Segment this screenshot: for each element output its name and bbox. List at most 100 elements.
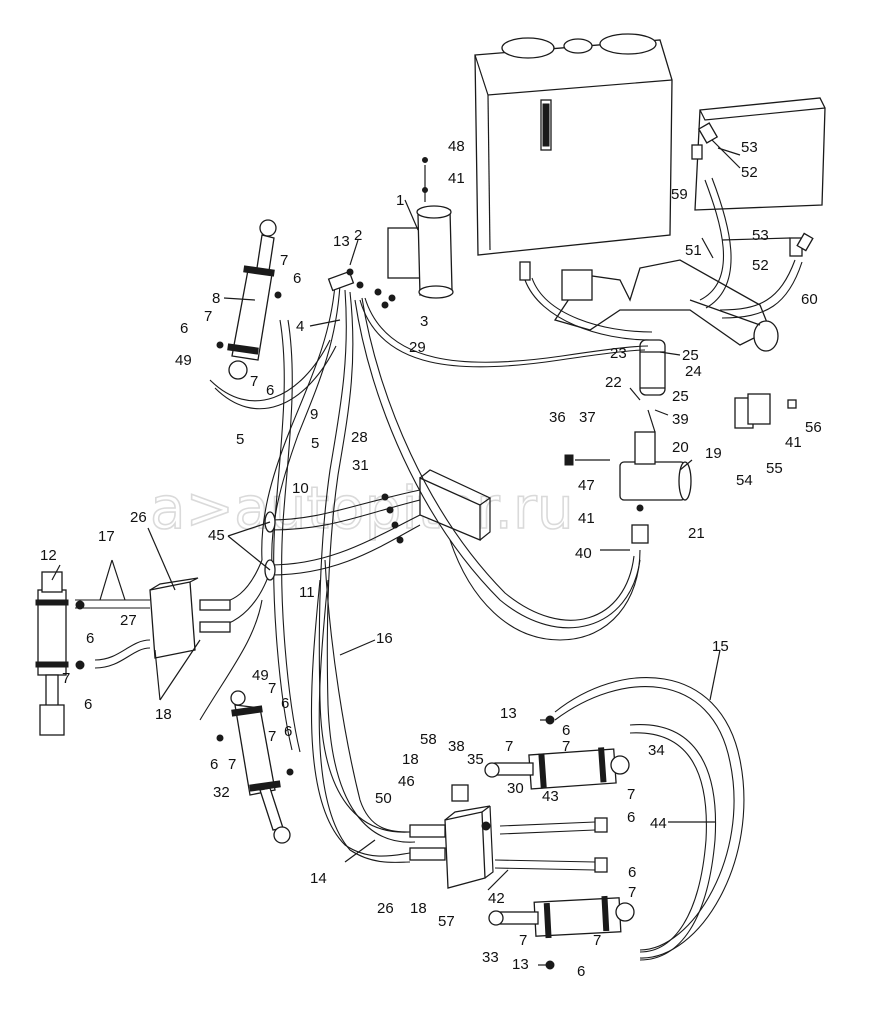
label-55: 55 xyxy=(766,460,783,477)
label-34: 34 xyxy=(648,742,665,759)
label-25: 25 xyxy=(682,347,699,364)
label-6: 6 xyxy=(627,809,635,826)
label-46: 46 xyxy=(398,773,415,790)
label-9: 9 xyxy=(310,406,318,423)
oil-cooler xyxy=(694,97,826,211)
label-13: 13 xyxy=(500,705,517,722)
label-1: 1 xyxy=(396,192,404,209)
label-28: 28 xyxy=(351,429,368,446)
cylinder-34 xyxy=(484,747,630,790)
fittings xyxy=(75,122,814,970)
label-6: 6 xyxy=(281,695,289,712)
label-25: 25 xyxy=(672,388,689,405)
label-49: 49 xyxy=(175,352,192,369)
label-6: 6 xyxy=(293,270,301,287)
label-56: 56 xyxy=(805,419,822,436)
label-20: 20 xyxy=(672,439,689,456)
cylinder-33 xyxy=(488,895,635,939)
label-39: 39 xyxy=(672,411,689,428)
hydraulic-tank xyxy=(474,33,673,256)
label-6: 6 xyxy=(266,382,274,399)
label-30: 30 xyxy=(507,780,524,797)
label-7: 7 xyxy=(268,680,276,697)
label-42: 42 xyxy=(488,890,505,907)
label-47: 47 xyxy=(578,477,595,494)
label-51: 51 xyxy=(685,242,702,259)
label-19: 19 xyxy=(705,445,722,462)
label-26: 26 xyxy=(377,900,394,917)
tank-support-frame xyxy=(553,259,779,352)
cylinder-12 xyxy=(35,571,69,736)
leader-lines xyxy=(51,139,791,966)
label-41: 41 xyxy=(578,510,595,527)
label-2: 2 xyxy=(354,227,362,244)
label-58: 58 xyxy=(420,731,437,748)
label-7: 7 xyxy=(593,932,601,949)
label-7: 7 xyxy=(268,728,276,745)
label-45: 45 xyxy=(208,527,225,544)
label-18: 18 xyxy=(402,751,419,768)
filter-24 xyxy=(639,339,666,396)
label-32: 32 xyxy=(213,784,230,801)
label-41: 41 xyxy=(448,170,465,187)
label-38: 38 xyxy=(448,738,465,755)
watermark: a>autopiter.ru xyxy=(150,474,574,542)
label-7: 7 xyxy=(628,884,636,901)
part-labels: 48 41 1 53 52 59 51 53 52 60 13 2 7 6 8 … xyxy=(40,138,822,980)
label-33: 33 xyxy=(482,949,499,966)
label-13: 13 xyxy=(333,233,350,250)
label-52: 52 xyxy=(752,257,769,274)
label-7: 7 xyxy=(280,252,288,269)
valve-block-57 xyxy=(444,805,494,889)
label-6: 6 xyxy=(562,722,570,739)
label-31: 31 xyxy=(352,457,369,474)
label-6: 6 xyxy=(577,963,585,980)
label-27: 27 xyxy=(120,612,137,629)
label-53: 53 xyxy=(752,227,769,244)
label-6: 6 xyxy=(84,696,92,713)
label-40: 40 xyxy=(575,545,592,562)
label-60: 60 xyxy=(801,291,818,308)
label-15: 15 xyxy=(712,638,729,655)
label-14: 14 xyxy=(310,870,327,887)
label-22: 22 xyxy=(605,374,622,391)
cylinder-8 xyxy=(227,219,277,380)
label-6: 6 xyxy=(210,756,218,773)
label-7: 7 xyxy=(627,786,635,803)
valve-block-27 xyxy=(149,577,199,659)
label-35: 35 xyxy=(467,751,484,768)
label-12: 12 xyxy=(40,547,57,564)
label-18: 18 xyxy=(410,900,427,917)
label-11: 11 xyxy=(299,584,315,601)
label-54: 54 xyxy=(736,472,753,489)
valve-block-31 xyxy=(419,469,492,541)
label-44: 44 xyxy=(650,815,667,832)
label-13: 13 xyxy=(512,956,529,973)
label-36: 36 xyxy=(549,409,566,426)
label-24: 24 xyxy=(685,363,702,380)
label-43: 43 xyxy=(542,788,559,805)
label-5: 5 xyxy=(311,435,319,452)
label-21: 21 xyxy=(688,525,705,542)
label-50: 50 xyxy=(375,790,392,807)
label-57: 57 xyxy=(438,913,455,930)
label-49: 49 xyxy=(252,667,269,684)
label-8: 8 xyxy=(212,290,220,307)
label-59: 59 xyxy=(671,186,688,203)
label-16: 16 xyxy=(376,630,393,647)
label-53: 53 xyxy=(741,139,758,156)
hoses xyxy=(75,177,803,961)
label-52: 52 xyxy=(741,164,758,181)
label-48: 48 xyxy=(448,138,465,155)
label-7: 7 xyxy=(62,670,70,687)
label-7: 7 xyxy=(519,932,527,949)
label-41: 41 xyxy=(785,434,802,451)
label-4: 4 xyxy=(296,318,304,335)
cylinder-32 xyxy=(230,690,291,844)
pump-19 xyxy=(619,409,692,501)
label-7: 7 xyxy=(250,373,258,390)
label-7: 7 xyxy=(505,738,513,755)
label-6: 6 xyxy=(284,723,292,740)
